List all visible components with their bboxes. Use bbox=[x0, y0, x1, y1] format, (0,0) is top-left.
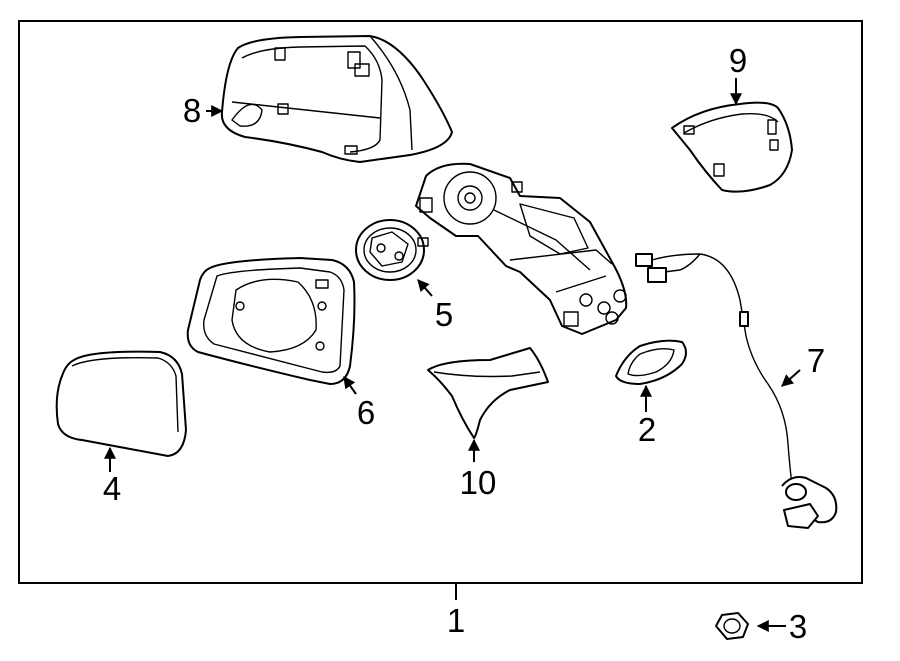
mirror-backing-plate[interactable] bbox=[186, 257, 356, 385]
mirror-actuator-motor[interactable] bbox=[355, 219, 429, 281]
assembly-frame bbox=[18, 20, 863, 584]
callout-10: 10 bbox=[460, 464, 497, 501]
mirror-housing-cover[interactable] bbox=[220, 35, 453, 163]
mirror-mount-bracket[interactable] bbox=[415, 162, 628, 335]
callout-6: 6 bbox=[357, 394, 375, 431]
turn-signal-lamp[interactable] bbox=[615, 339, 687, 385]
callout-9: 9 bbox=[729, 42, 747, 79]
callout-1: 1 bbox=[447, 602, 465, 639]
callout-3: 3 bbox=[789, 608, 807, 645]
mirror-cover-cap[interactable] bbox=[671, 101, 793, 193]
callout-labels: 1 2 3 4 5 6 7 8 9 10 bbox=[103, 42, 825, 645]
callout-leaders bbox=[104, 78, 801, 632]
callout-2: 2 bbox=[638, 411, 656, 448]
wiring-harness[interactable] bbox=[635, 253, 838, 529]
bracket-cover[interactable] bbox=[427, 347, 549, 439]
hex-nut[interactable] bbox=[715, 612, 749, 640]
callout-5: 5 bbox=[435, 296, 453, 333]
mirror-glass[interactable] bbox=[55, 350, 187, 457]
callout-4: 4 bbox=[103, 470, 121, 507]
callout-7: 7 bbox=[807, 342, 825, 379]
callout-8: 8 bbox=[183, 92, 201, 129]
